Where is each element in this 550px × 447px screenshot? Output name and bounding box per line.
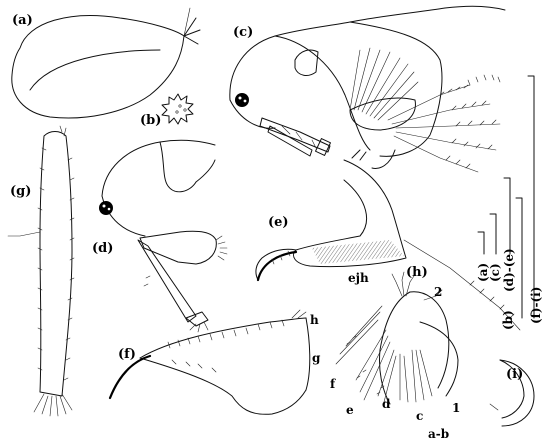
part-label-2: 2 [434, 285, 442, 299]
panel-label-e: (e) [268, 215, 289, 230]
panel-label-c: (c) [233, 25, 253, 40]
panel-c-limb-setae [349, 47, 501, 173]
panel-f-postabdomen-detail [108, 309, 311, 415]
part-label-c: c [416, 409, 423, 423]
panel-label-f: (f) [118, 347, 136, 362]
scale-label-c: (c) [488, 263, 502, 282]
panel-h-limb [335, 271, 459, 405]
panel-label-b: (b) [140, 113, 161, 128]
panel-g-appendage [7, 125, 75, 417]
scale-label-a: (a) [476, 263, 490, 282]
scale-label-d-e: (d)-(e) [502, 248, 516, 292]
part-label-g: g [312, 351, 321, 365]
panel-e-postabdomen [255, 159, 521, 331]
part-label-h: h [310, 313, 319, 327]
part-label-d: d [382, 397, 391, 411]
panel-i-small-appendage [489, 359, 535, 427]
panel-label-d: (d) [92, 241, 113, 256]
panel-b-spiny-ornament [161, 93, 194, 125]
scale-label-b: (b) [501, 310, 515, 330]
scale-bars [477, 75, 535, 319]
part-label-e: e [346, 403, 354, 417]
scale-label-f-i: (f)-(i) [529, 287, 543, 324]
part-label-1: 1 [452, 401, 460, 415]
part-label-a-b: a-b [428, 427, 449, 441]
panel-label-a: (a) [12, 13, 33, 28]
panel-label-g: (g) [10, 184, 31, 199]
panel-label-i: (i) [506, 367, 523, 382]
part-label-f: f [330, 377, 336, 391]
panel-label-h: (h) [406, 265, 428, 280]
panel-c-whole-animal [229, 5, 506, 173]
part-label-ejh: ejh [348, 271, 369, 285]
panel-a-carapace-valve [11, 7, 201, 119]
panel-d-head [99, 139, 228, 333]
